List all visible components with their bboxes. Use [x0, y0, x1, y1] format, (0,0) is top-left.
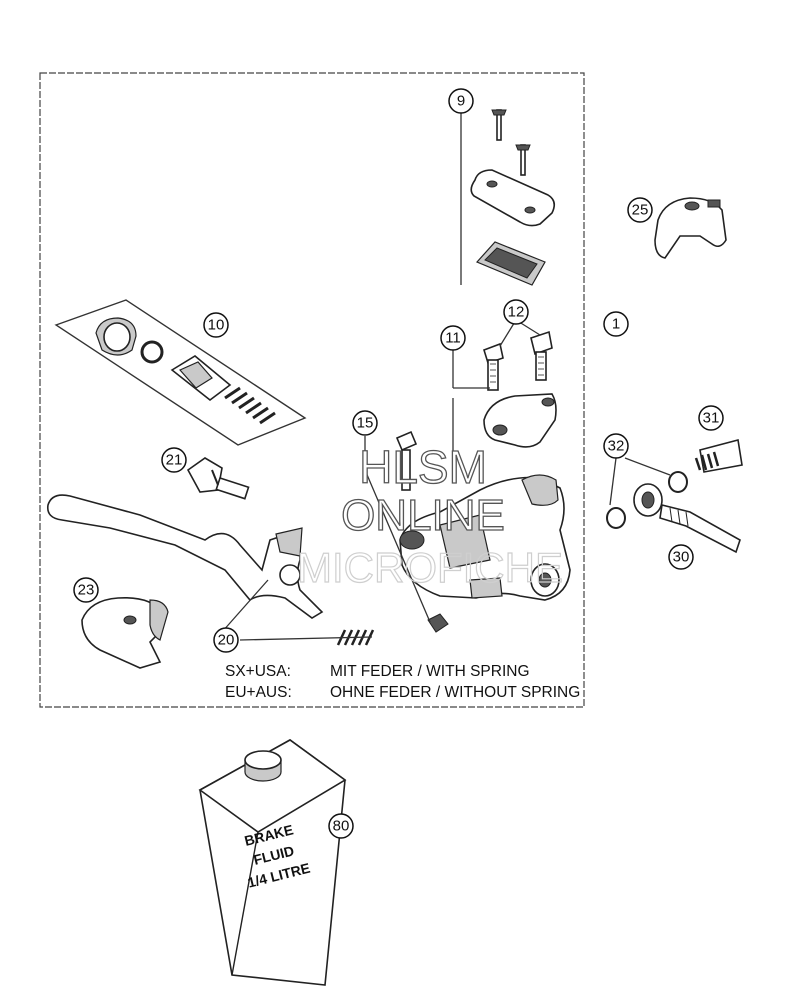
part-11-12-bolts: [452, 319, 553, 391]
svg-text:12: 12: [508, 304, 525, 321]
assembly-frame: [39, 72, 585, 708]
callout-1: 1: [603, 311, 629, 337]
part-21-adjuster: [186, 457, 250, 500]
callout-21: 21: [161, 447, 187, 473]
svg-text:20: 20: [218, 632, 235, 649]
brake-lever: [46, 494, 324, 619]
svg-text:80: 80: [333, 818, 350, 835]
watermark-line2: ONLINE: [341, 491, 505, 540]
svg-text:31: 31: [703, 410, 720, 427]
callout-12: 12: [503, 299, 529, 325]
callout-25: 25: [627, 197, 653, 223]
watermark-line1: HLSM: [359, 441, 487, 493]
callout-80: 80: [328, 813, 354, 839]
svg-text:11: 11: [445, 330, 461, 347]
svg-text:10: 10: [208, 317, 225, 334]
svg-text:9: 9: [457, 93, 465, 110]
part-15-pivot-bolt: [364, 430, 449, 633]
part-9-reservoir-cover: [460, 109, 556, 286]
svg-text:23: 23: [78, 582, 95, 599]
note-line1-text: MIT FEDER / WITH SPRING: [330, 663, 530, 680]
part-25-clamp: [654, 197, 727, 259]
callout-9: 9: [448, 88, 474, 114]
svg-text:21: 21: [166, 452, 183, 469]
callout-30: 30: [668, 544, 694, 570]
watermark: HLSM ONLINE MICROFICHE: [296, 440, 563, 591]
note-line1-prefix: SX+USA:: [225, 663, 291, 680]
callout-20: 20: [213, 627, 239, 653]
note-line2-prefix: EU+AUS:: [225, 684, 292, 701]
svg-text:32: 32: [608, 438, 625, 455]
master-cylinder-body: [399, 474, 571, 601]
handlebar-clamp: [452, 393, 557, 470]
callout-32: 32: [603, 433, 629, 459]
part-10-piston-kit: [54, 299, 307, 446]
callout-23: 23: [73, 577, 99, 603]
spring-note: SX+USA: MIT FEDER / WITH SPRING EU+AUS: …: [225, 663, 580, 701]
part-80-brake-fluid-bottle: BRAKE FLUID 1/4 LITRE: [198, 739, 347, 986]
svg-text:15: 15: [357, 415, 374, 432]
part-30-31-32-brake-line: [606, 439, 743, 554]
part-23-lever-cover: [81, 596, 169, 669]
watermark-line3: MICROFICHE: [297, 544, 563, 591]
svg-text:25: 25: [632, 202, 649, 219]
svg-text:1: 1: [612, 316, 620, 333]
callout-11: 11: [440, 325, 466, 351]
callout-10: 10: [203, 312, 229, 338]
callout-15: 15: [352, 410, 378, 436]
note-line2-text: OHNE FEDER / WITHOUT SPRING: [330, 684, 580, 701]
callout-31: 31: [698, 405, 724, 431]
svg-text:30: 30: [673, 549, 690, 566]
part-20-spring: [221, 579, 375, 646]
